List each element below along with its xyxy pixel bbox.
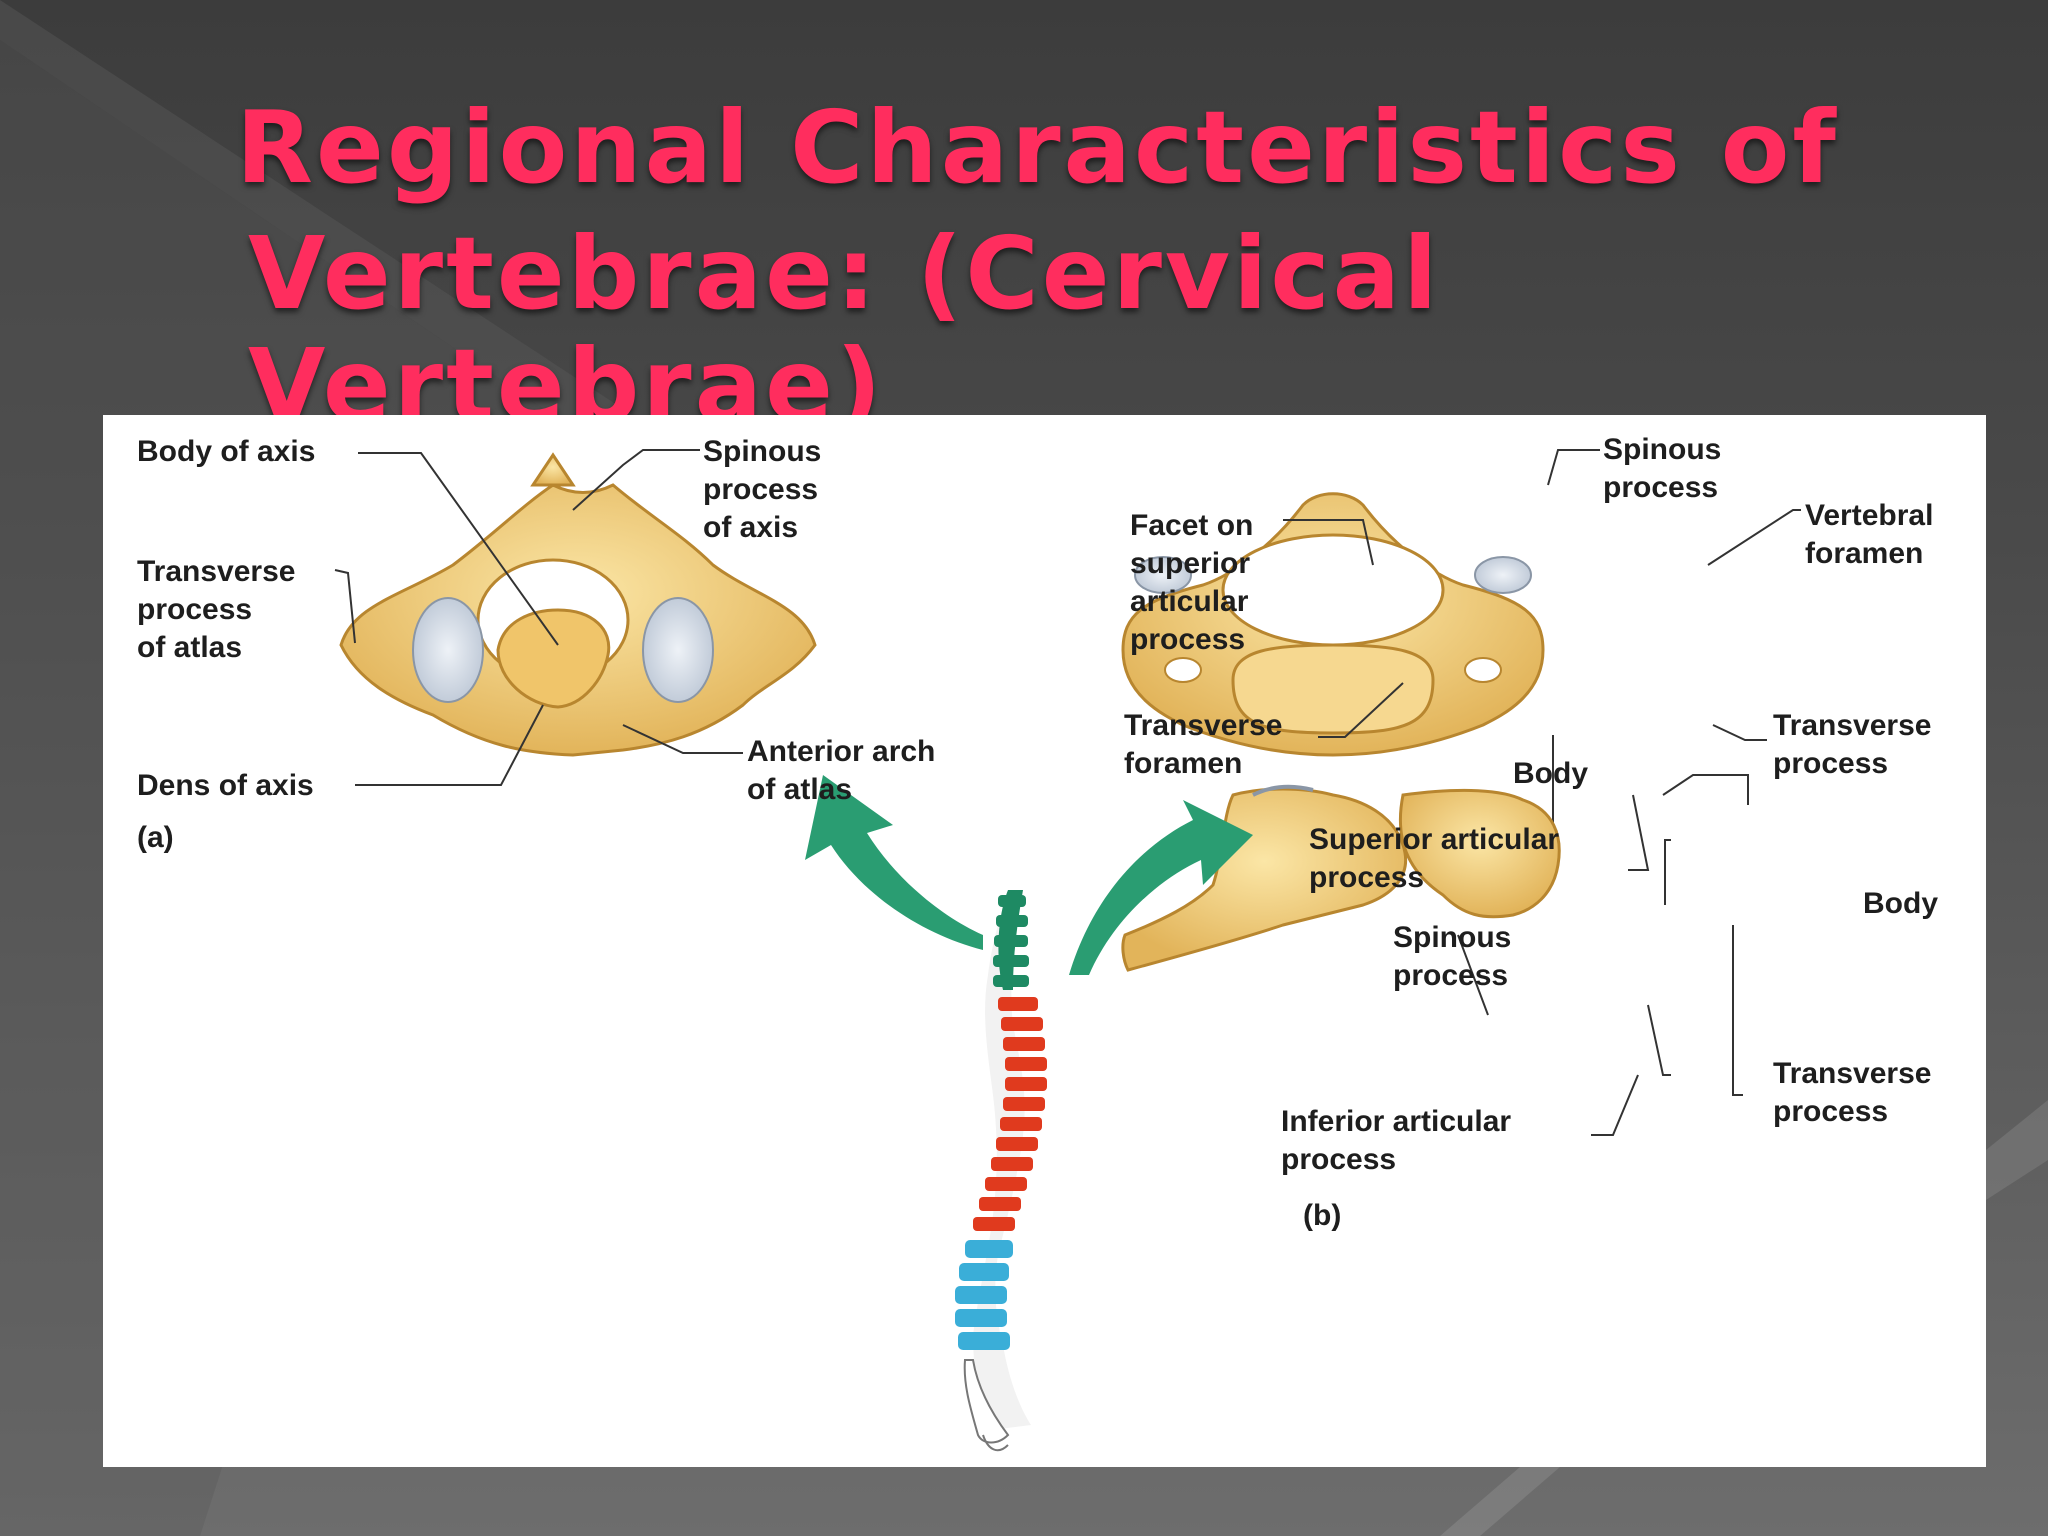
anatomy-figure-panel: Body of axis Spinous process of axis Tra… xyxy=(103,415,1986,1467)
cervical-vertebra-side-drawing xyxy=(1121,784,1561,972)
figure-b-panel-label: (b) xyxy=(1303,1199,1342,1232)
label-superior-articular-process: Superior articular process xyxy=(1309,823,1560,894)
label-body-top: Body xyxy=(1513,757,1588,790)
cervical-vertebra-top-drawing xyxy=(1121,492,1545,757)
vertebral-column-drawing xyxy=(955,890,1047,1452)
label-body-side: Body xyxy=(1863,887,1938,920)
label-inferior-articular-process: Inferior articular process xyxy=(1281,1105,1512,1176)
figure-a-leader-lines xyxy=(334,449,743,786)
title-line-1: Regional Characteristics of xyxy=(236,89,1839,206)
figure-b-top-leader-lines xyxy=(1283,449,1801,845)
anatomy-illustration xyxy=(334,449,1801,1452)
atlas-axis-drawing xyxy=(339,452,817,757)
label-body-of-axis: Body of axis xyxy=(137,435,316,468)
label-facet-on-superior-articular-process: Facet on superior articular process xyxy=(1130,509,1254,656)
label-vertebral-foramen: Vertebral foramen xyxy=(1805,499,1934,570)
arrow-to-figure-a xyxy=(805,775,983,950)
figure-a-panel-label: (a) xyxy=(137,821,174,854)
label-spinous-process-top: Spinous process xyxy=(1603,433,1722,504)
label-transverse-foramen: Transverse foramen xyxy=(1124,709,1283,780)
arrow-to-figure-b xyxy=(1069,800,1253,975)
label-transverse-process-of-atlas: Transverse process of atlas xyxy=(137,555,296,664)
label-anterior-arch-of-atlas: Anterior arch of atlas xyxy=(747,735,936,806)
label-spinous-process-of-axis: Spinous process of axis xyxy=(703,435,822,544)
label-spinous-process-side: Spinous process xyxy=(1393,921,1512,992)
label-transverse-process-side: Transverse process xyxy=(1773,1057,1932,1128)
slide-title: Regional Characteristics of Vertebrae: (… xyxy=(236,92,1936,442)
label-transverse-process-top: Transverse process xyxy=(1773,709,1932,780)
title-line-2: Vertebrae: (Cervical Vertebrae) xyxy=(248,215,1441,444)
figure-b-side-leader-lines xyxy=(1457,774,1749,1136)
label-dens-of-axis: Dens of axis xyxy=(137,769,314,802)
